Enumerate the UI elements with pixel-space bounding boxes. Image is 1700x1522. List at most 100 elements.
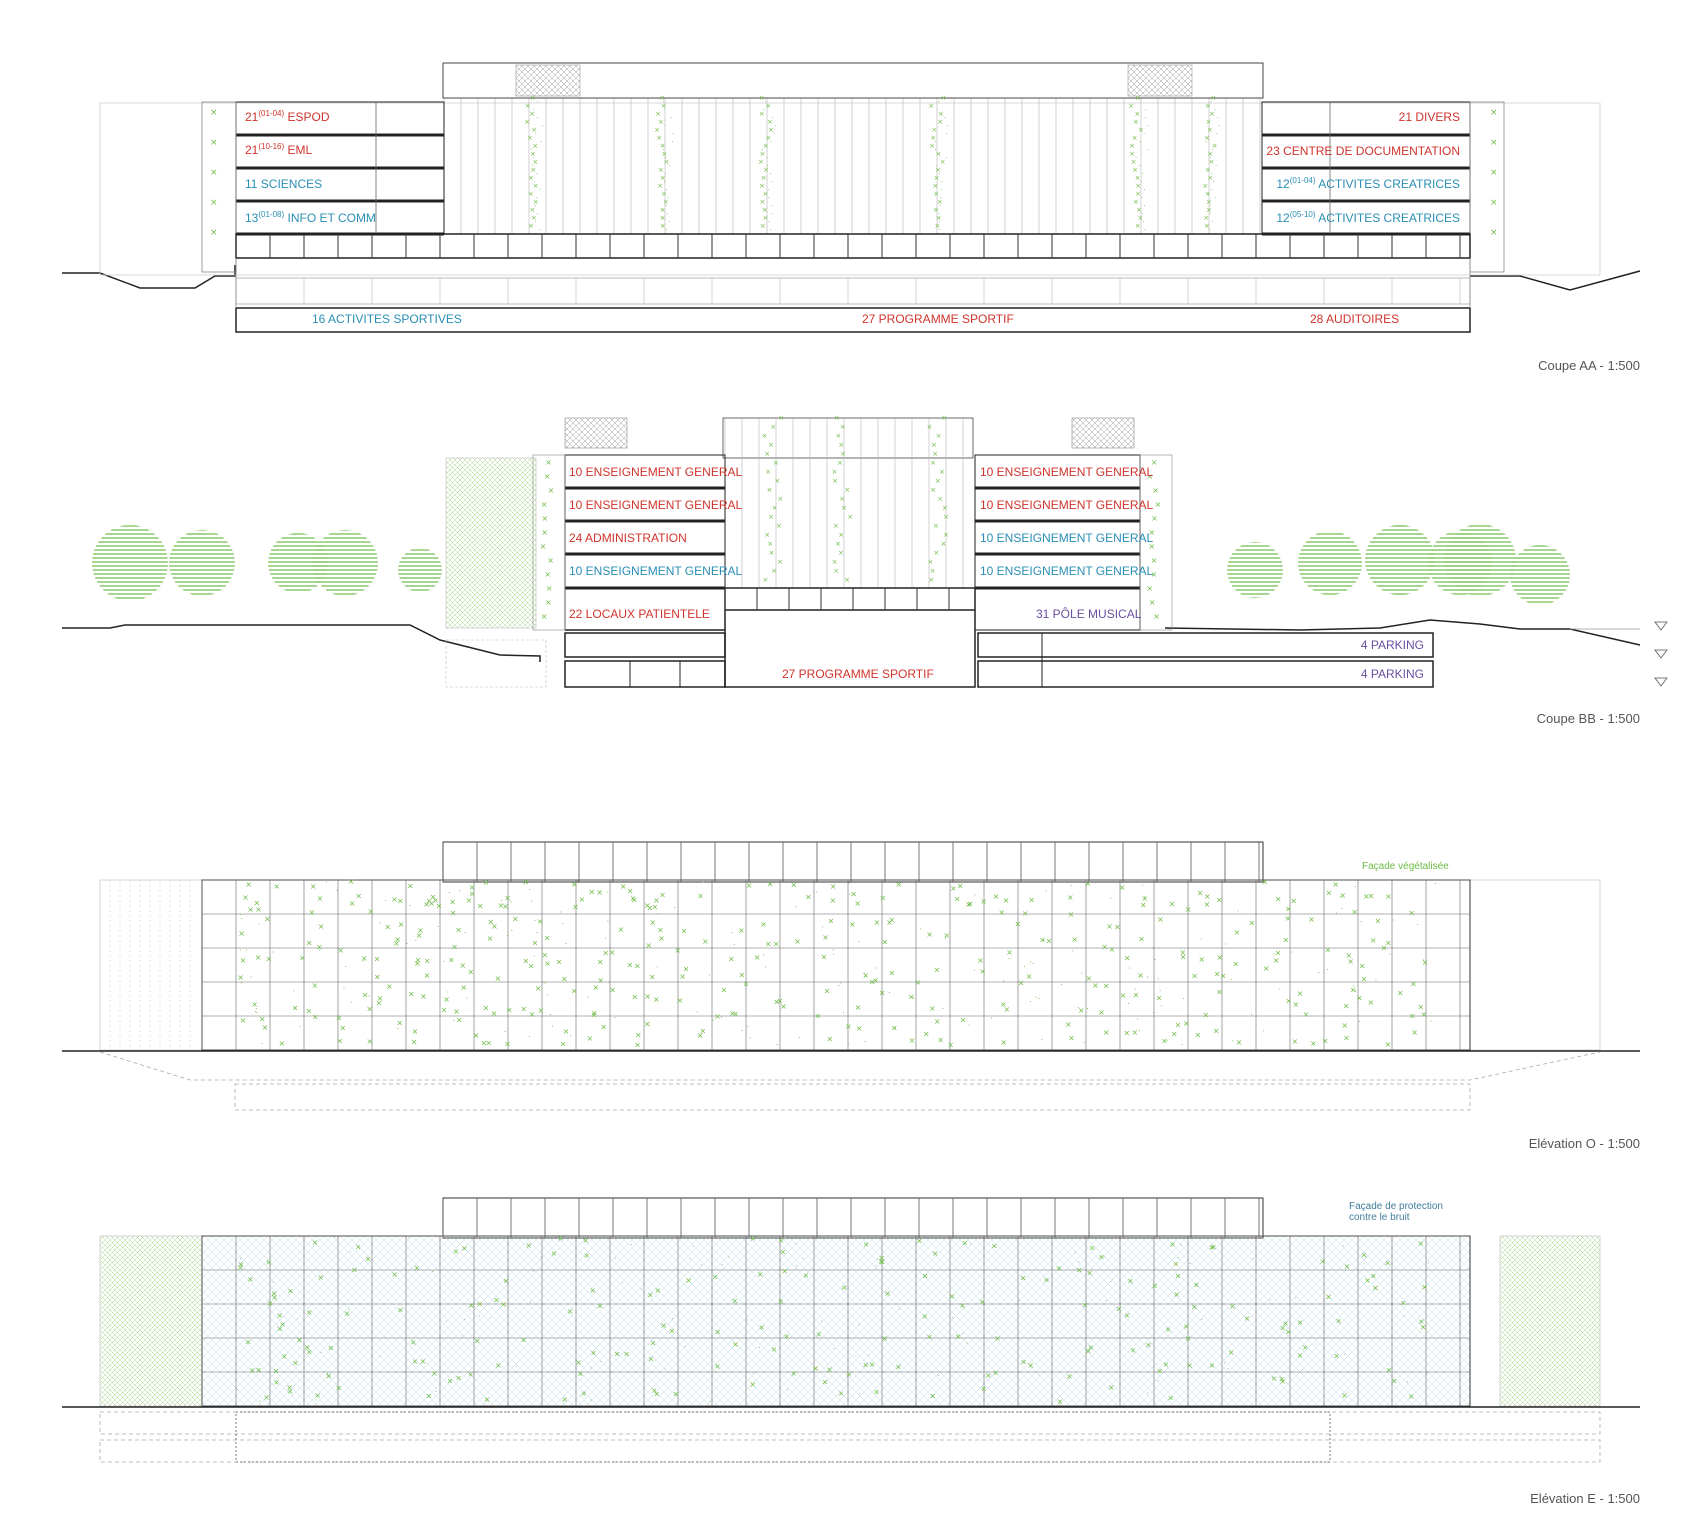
svg-text:·: · xyxy=(368,992,371,1001)
svg-text:×: × xyxy=(1198,955,1205,964)
svg-text:×: × xyxy=(1303,1010,1310,1019)
svg-text:·: · xyxy=(1223,1359,1226,1368)
svg-text:×: × xyxy=(1204,892,1211,901)
svg-text:·: · xyxy=(343,983,346,992)
svg-text:×: × xyxy=(1207,150,1213,158)
svg-text:·: · xyxy=(333,1233,336,1242)
svg-text:×: × xyxy=(923,1030,930,1039)
svg-text:×: × xyxy=(928,576,934,584)
svg-text:·: · xyxy=(630,1241,633,1250)
svg-text:×: × xyxy=(1146,584,1153,593)
svg-text:×: × xyxy=(397,1305,404,1314)
svg-text:×: × xyxy=(623,1349,630,1358)
svg-text:×: × xyxy=(529,1010,536,1019)
svg-text:·: · xyxy=(298,1022,301,1031)
svg-text:×: × xyxy=(838,531,844,539)
svg-text:·: · xyxy=(746,1316,749,1325)
svg-text:×: × xyxy=(312,1012,319,1021)
svg-text:×: × xyxy=(1022,909,1029,918)
svg-text:×: × xyxy=(683,964,690,973)
svg-text:×: × xyxy=(1043,1276,1050,1285)
svg-text:·: · xyxy=(1140,178,1142,186)
svg-text:×: × xyxy=(367,907,374,916)
svg-text:·: · xyxy=(1109,1277,1112,1286)
svg-text:×: × xyxy=(626,960,633,969)
svg-text:×: × xyxy=(771,1345,778,1354)
svg-text:×: × xyxy=(451,943,458,952)
svg-text:·: · xyxy=(939,226,941,234)
svg-text:×: × xyxy=(351,1266,358,1275)
svg-text:·: · xyxy=(1083,1039,1086,1048)
svg-text:·: · xyxy=(1212,178,1214,186)
svg-text:·: · xyxy=(919,925,922,934)
svg-text:·: · xyxy=(894,1024,897,1033)
section-aa: ×·×·×·×·×·×·×·×·×·×·×·×·×·×·×·×·×·×·×·×·… xyxy=(62,62,1641,373)
label-activites-sportives: 16 ACTIVITES SPORTIVES xyxy=(312,312,462,326)
svg-text:·: · xyxy=(1141,210,1143,218)
svg-text:·: · xyxy=(532,154,534,162)
svg-text:×: × xyxy=(407,881,414,890)
svg-text:·: · xyxy=(1339,893,1342,902)
svg-text:×: × xyxy=(424,957,431,966)
svg-text:·: · xyxy=(876,1255,879,1264)
svg-text:×: × xyxy=(567,1307,574,1316)
svg-text:×: × xyxy=(749,1380,756,1389)
svg-text:·: · xyxy=(770,210,772,218)
svg-text:×: × xyxy=(1345,951,1352,960)
svg-text:·: · xyxy=(968,1021,971,1030)
svg-text:·: · xyxy=(671,138,673,146)
svg-text:×: × xyxy=(935,166,941,174)
svg-text:×: × xyxy=(398,920,405,929)
svg-text:×: × xyxy=(473,1031,480,1040)
svg-text:×: × xyxy=(991,1241,998,1250)
svg-text:·: · xyxy=(951,1314,954,1323)
svg-text:·: · xyxy=(1212,146,1214,154)
svg-text:×: × xyxy=(879,893,886,902)
svg-text:·: · xyxy=(414,936,417,945)
svg-text:×: × xyxy=(929,142,935,150)
svg-text:·: · xyxy=(712,1016,715,1025)
svg-text:×: × xyxy=(1236,1038,1243,1047)
svg-text:·: · xyxy=(1146,1389,1149,1398)
svg-text:×: × xyxy=(888,916,895,925)
svg-text:·: · xyxy=(406,939,409,948)
svg-text:·: · xyxy=(664,170,666,178)
svg-text:×: × xyxy=(931,126,937,134)
svg-text:·: · xyxy=(396,1024,399,1033)
svg-text:×: × xyxy=(408,989,415,998)
svg-text:·: · xyxy=(1341,905,1344,914)
svg-text:·: · xyxy=(662,146,664,154)
svg-text:×: × xyxy=(1028,895,1035,904)
svg-text:×: × xyxy=(627,886,634,895)
svg-text:×: × xyxy=(547,556,554,565)
svg-text:·: · xyxy=(840,979,843,988)
svg-text:×: × xyxy=(879,989,886,998)
svg-text:×: × xyxy=(468,1301,475,1310)
svg-text:·: · xyxy=(857,1321,860,1330)
svg-text:×: × xyxy=(933,206,939,214)
svg-text:·: · xyxy=(543,979,546,988)
svg-text:×: × xyxy=(878,1254,885,1263)
svg-text:×: × xyxy=(977,956,984,965)
svg-text:·: · xyxy=(1315,1340,1318,1349)
svg-text:×: × xyxy=(654,1286,661,1295)
svg-text:·: · xyxy=(549,1010,552,1019)
svg-text:·: · xyxy=(349,1248,352,1257)
svg-text:×: × xyxy=(426,1391,433,1400)
svg-text:×: × xyxy=(653,1389,660,1398)
svg-text:×: × xyxy=(466,896,473,905)
svg-text:·: · xyxy=(833,1345,836,1354)
svg-text:×: × xyxy=(1179,948,1186,957)
svg-text:×: × xyxy=(1214,970,1221,979)
svg-text:·: · xyxy=(664,106,666,114)
svg-text:×: × xyxy=(826,1365,833,1374)
svg-text:·: · xyxy=(728,1253,731,1262)
svg-text:·: · xyxy=(1008,955,1011,964)
svg-text:×: × xyxy=(1418,1317,1425,1326)
svg-text:·: · xyxy=(1343,1350,1346,1359)
svg-text:×: × xyxy=(822,1377,829,1386)
svg-text:×: × xyxy=(575,1358,582,1367)
svg-text:×: × xyxy=(524,118,530,126)
svg-text:×: × xyxy=(1335,1317,1342,1326)
svg-text:×: × xyxy=(774,477,780,485)
